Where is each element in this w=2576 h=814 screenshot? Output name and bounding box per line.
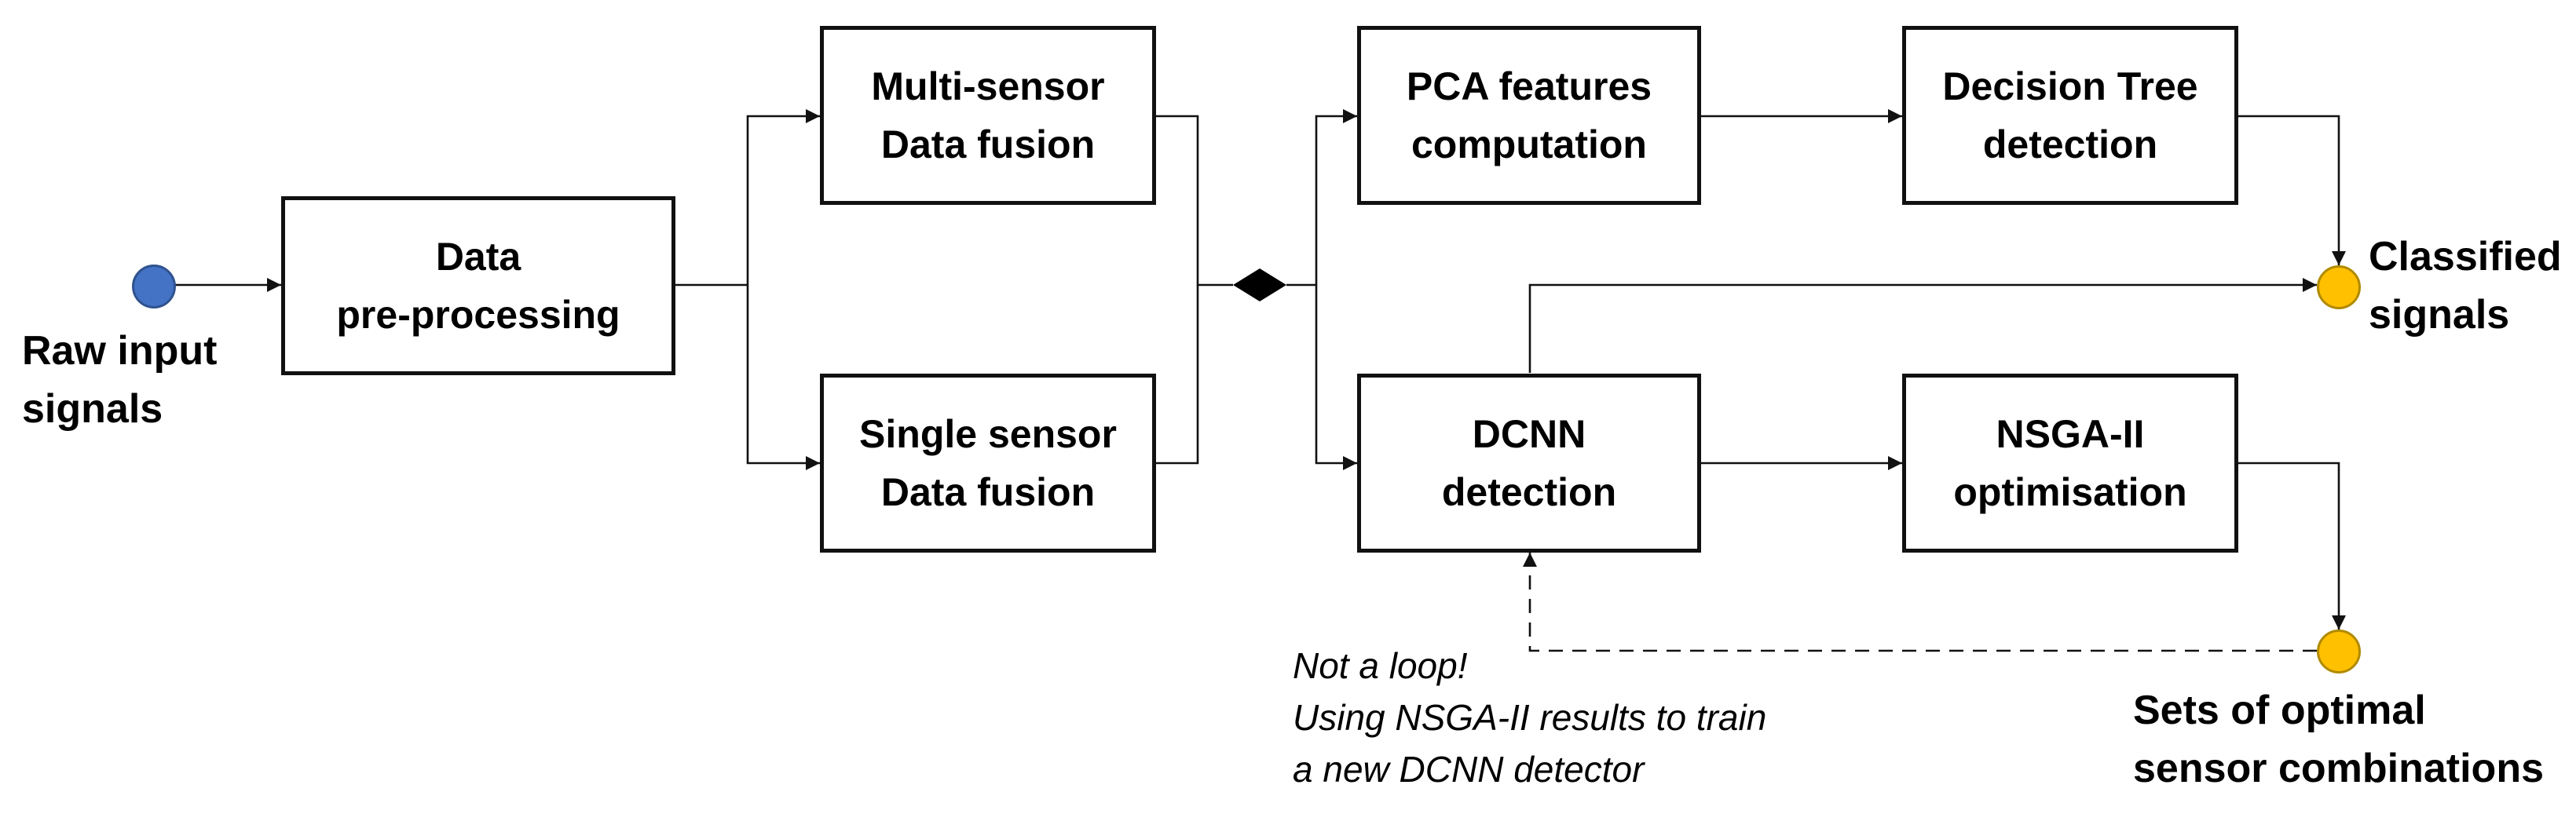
multi-sensor-fusion-line2: Data fusion — [880, 122, 1096, 166]
edge-dcnn-to-classified — [1528, 277, 2317, 373]
single-sensor-fusion-line1: Single sensor — [859, 412, 1117, 456]
data-preprocessing-line1: Data — [435, 235, 521, 279]
dcnn-detection-line1: DCNN — [1472, 412, 1586, 456]
edge-multi-sensor-to-merge — [1156, 115, 1233, 287]
raw-input-label-line2: signals — [22, 386, 163, 432]
optimal-sets-label-line2: sensor combinations — [2133, 746, 2544, 791]
feedback-note-line1: Not a loop! — [1293, 645, 1468, 686]
nsga-optimisation-line1: NSGA-II — [1996, 412, 2145, 456]
raw-input-node — [132, 265, 176, 308]
dcnn-detection-box: DCNN detection — [1357, 374, 1701, 553]
edge-to-dcnn — [1315, 285, 1357, 471]
raw-input-label: Raw input signals — [22, 322, 217, 438]
edge-to-pca — [1315, 108, 1357, 285]
edge-decision-tree-to-classified — [2238, 115, 2347, 265]
pca-features-line2: computation — [1411, 122, 1647, 166]
edge-split-to-single-sensor — [746, 285, 820, 471]
nsga-optimisation-line2: optimisation — [1953, 470, 2187, 514]
feedback-note-line2: Using NSGA-II results to train — [1293, 697, 1767, 738]
decision-tree-line1: Decision Tree — [1942, 64, 2198, 108]
feedback-note-line3: a new DCNN detector — [1293, 749, 1645, 790]
decision-tree-line2: detection — [1982, 122, 2158, 166]
multi-sensor-fusion-box: Multi-sensor Data fusion — [820, 26, 1156, 205]
edge-split-to-multi-sensor — [746, 108, 820, 285]
edge-single-sensor-to-merge — [1156, 285, 1199, 465]
data-preprocessing-line2: pre-processing — [336, 293, 620, 337]
decision-tree-box: Decision Tree detection — [1902, 26, 2238, 205]
classified-signals-label-line2: signals — [2369, 292, 2510, 338]
pca-features-box: PCA features computation — [1357, 26, 1701, 205]
data-preprocessing-box: Data pre-processing — [281, 196, 675, 375]
classified-signals-label: Classified signals — [2369, 228, 2562, 344]
dcnn-detection-line2: detection — [1441, 470, 1617, 514]
raw-input-label-line1: Raw input — [22, 328, 218, 374]
single-sensor-fusion-box: Single sensor Data fusion — [820, 374, 1156, 553]
merge-diamond — [1233, 268, 1286, 301]
pca-features-line1: PCA features — [1406, 64, 1652, 108]
optimal-sets-label: Sets of optimal sensor combinations — [2133, 681, 2544, 798]
optimal-sets-label-line1: Sets of optimal — [2133, 688, 2426, 733]
edge-nsga-to-optimal-sets — [2238, 462, 2347, 630]
optimal-sets-node — [2317, 630, 2361, 673]
multi-sensor-fusion-line1: Multi-sensor — [871, 64, 1105, 108]
feedback-note: Not a loop! Using NSGA-II results to tra… — [1293, 640, 1766, 795]
single-sensor-fusion-line2: Data fusion — [880, 470, 1096, 514]
classified-signals-label-line1: Classified — [2369, 234, 2562, 279]
classified-signals-node — [2317, 265, 2361, 309]
nsga-optimisation-box: NSGA-II optimisation — [1902, 374, 2238, 553]
edge-optimal-sets-to-dcnn-dashed — [1522, 553, 2317, 652]
